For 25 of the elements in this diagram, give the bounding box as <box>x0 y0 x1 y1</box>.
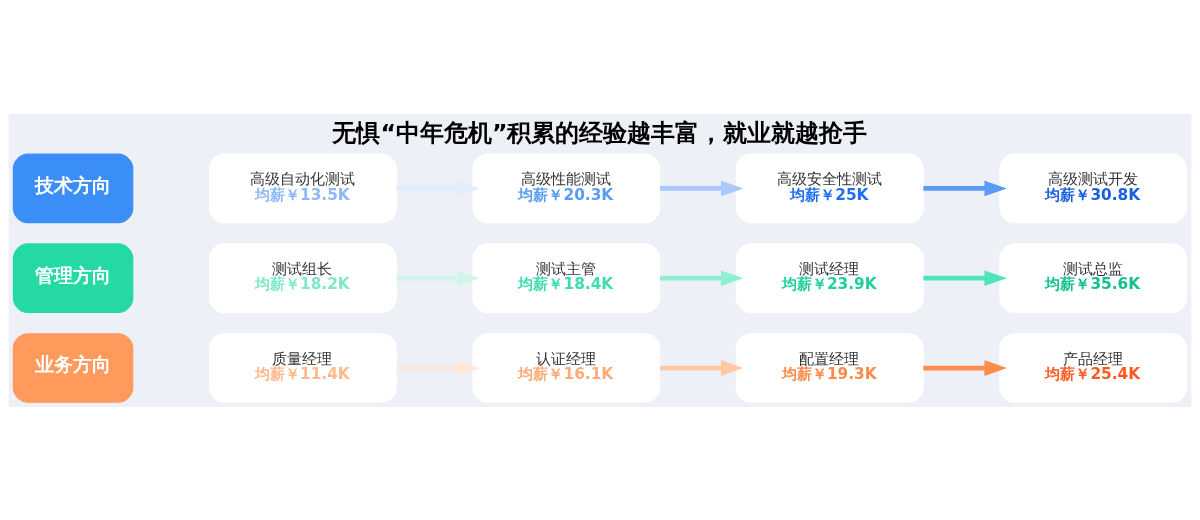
node-box: 测试主管 均薪￥18.4K <box>472 242 661 313</box>
node-box: 高级安全性测试 均薪￥25K <box>735 153 924 223</box>
arrow <box>396 359 480 376</box>
node-box: 技术方向 <box>12 153 134 223</box>
node-box: 认证经理 均薪￥16.1K <box>472 332 661 403</box>
node-box: 测试组长 均薪￥18.2K <box>208 242 397 313</box>
diagram-title: 无惧“中年危机”积累的经验越丰富，就业就越抢手 <box>332 118 868 147</box>
node-box: 高级自动化测试 均薪￥13.5K <box>208 153 397 223</box>
arrow <box>923 269 1007 286</box>
arrow <box>659 359 744 376</box>
arrow <box>923 180 1007 196</box>
arrow <box>659 269 744 286</box>
node-box: 业务方向 <box>12 332 134 403</box>
arrow <box>923 359 1007 376</box>
node-box: 配置经理 均薪￥19.3K <box>735 332 924 403</box>
node-box: 产品经理 均薪￥25.4K <box>999 332 1188 403</box>
node-box: 高级性能测试 均薪￥20.3K <box>472 153 661 223</box>
node-box: 高级测试开发 均薪￥30.8K <box>999 153 1188 223</box>
arrow <box>396 269 480 286</box>
arrow <box>396 180 480 196</box>
arrow <box>659 180 744 196</box>
node-box: 管理方向 <box>12 242 134 313</box>
node-box: 质量经理 均薪￥11.4K <box>208 332 397 403</box>
node-box: 测试经理 均薪￥23.9K <box>735 242 924 313</box>
node-box: 测试总监 均薪￥35.6K <box>999 242 1188 313</box>
